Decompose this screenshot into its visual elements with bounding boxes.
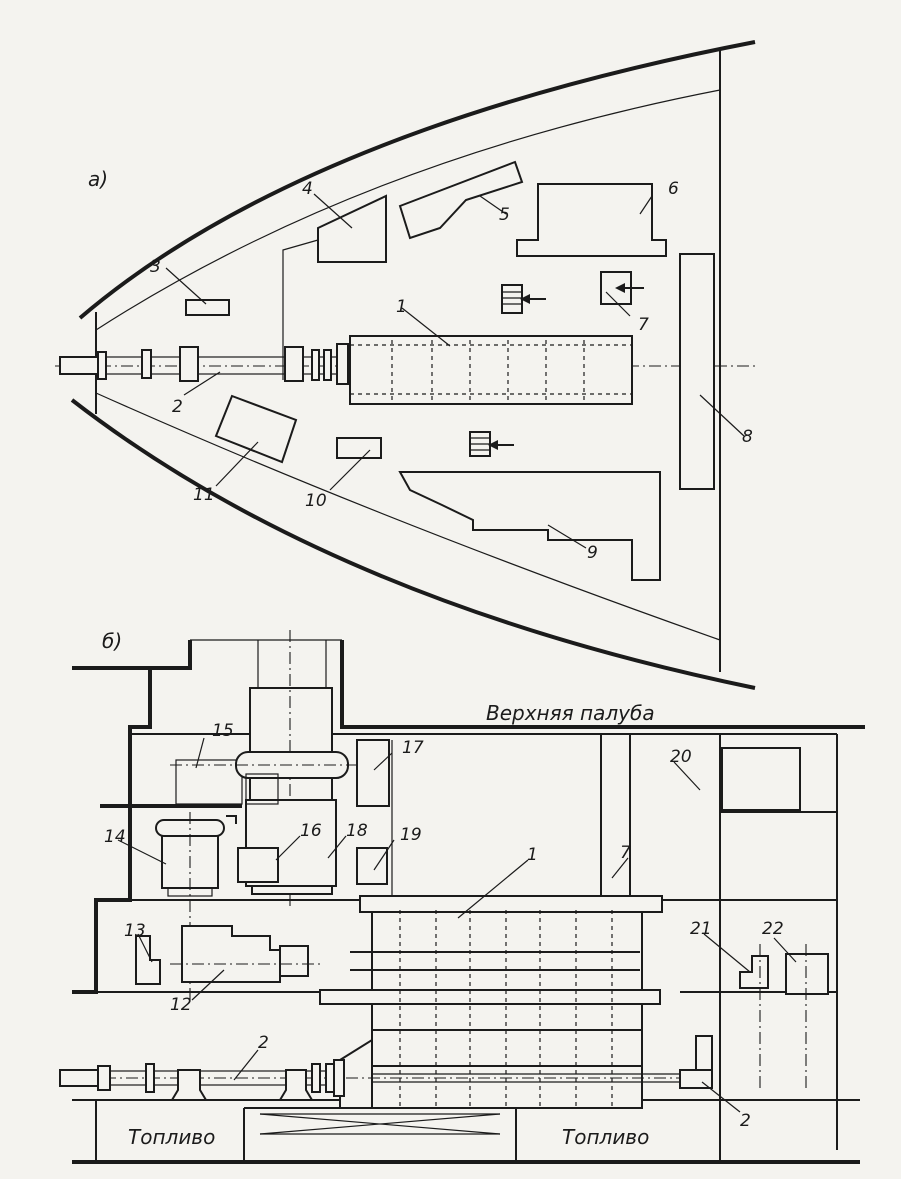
elev-label-22: 22	[762, 919, 784, 939]
unit-6	[516, 183, 667, 257]
elev-label-21: 21	[690, 919, 712, 939]
elev-label-20: 20	[670, 747, 692, 767]
hull-upper	[78, 40, 756, 320]
plan-label-4: 4	[302, 179, 313, 199]
arrow-unit-7	[615, 283, 644, 293]
unit-13	[135, 935, 161, 985]
unit-10	[336, 437, 382, 459]
elev-label-18: 18	[346, 821, 368, 841]
casing-right	[340, 640, 865, 729]
unit-22	[785, 953, 829, 995]
partition	[282, 239, 319, 380]
elev-label-16: 16	[300, 821, 322, 841]
elev-label-19: 19	[400, 825, 422, 845]
ladder-upper	[501, 284, 546, 314]
fuel-left-label: Топливо	[128, 1125, 215, 1149]
plan-label-10: 10	[305, 491, 327, 511]
plan-label-5: 5	[499, 205, 510, 225]
main-engine-plan	[349, 335, 633, 405]
elev-label-7: 7	[620, 843, 631, 863]
unit-5	[398, 160, 524, 240]
inner-line-lower	[95, 392, 721, 641]
ladder-lower	[469, 431, 514, 457]
unit-14	[155, 812, 237, 1000]
plan-label-7: 7	[638, 315, 649, 335]
unit-4	[317, 194, 387, 263]
elev-label-14: 14	[104, 827, 126, 847]
unit-12	[170, 925, 320, 983]
elev-label-13: 13	[124, 921, 146, 941]
hull-lower	[70, 398, 756, 690]
unit-11	[214, 394, 298, 464]
elev-label-2-right: 2	[740, 1111, 751, 1131]
plan-label-3: 3	[150, 257, 161, 277]
plan-view: а) 1 2 3 4 5 6 7 8 9 10 11	[55, 40, 756, 690]
unit-19	[356, 847, 388, 885]
elev-label-2-shaft: 2	[258, 1033, 269, 1053]
elev-label-15: 15	[212, 721, 234, 741]
unit-20	[721, 747, 801, 811]
plan-label-1: 1	[396, 297, 407, 317]
main-engine-elevation	[319, 895, 663, 1110]
uptake-column	[245, 630, 337, 910]
unit-17	[356, 739, 390, 807]
unit-15	[170, 751, 360, 805]
casing-left	[148, 640, 192, 727]
elev-label-1: 1	[527, 845, 538, 865]
elevation-view: б) Верхняя палуба Топливо Топливо 1 2 2 …	[59, 629, 865, 1164]
plan-shaft	[59, 343, 353, 385]
plan-leaders	[165, 193, 745, 549]
unit-21	[739, 955, 769, 989]
upper-deck-label: Верхняя палуба	[486, 701, 655, 725]
plan-label-6: 6	[668, 179, 679, 199]
unit-3	[185, 299, 230, 316]
elevation-leaders	[117, 737, 797, 1113]
unit-7-elevation	[600, 734, 631, 896]
unit-16	[237, 847, 279, 883]
plan-label-11: 11	[193, 485, 215, 505]
unit-9	[398, 471, 661, 581]
elev-label-12: 12	[170, 995, 192, 1015]
fuel-right-label: Топливо	[562, 1125, 649, 1149]
elevation-shaft	[59, 1035, 713, 1101]
plan-label-2: 2	[172, 397, 183, 417]
plan-label-9: 9	[587, 543, 598, 563]
view-label-b: б)	[102, 629, 122, 653]
view-label-a: а)	[88, 167, 108, 191]
elev-label-17: 17	[402, 738, 424, 758]
unit-8	[679, 253, 715, 490]
plan-label-8: 8	[742, 427, 753, 447]
inner-line-upper	[95, 89, 721, 331]
